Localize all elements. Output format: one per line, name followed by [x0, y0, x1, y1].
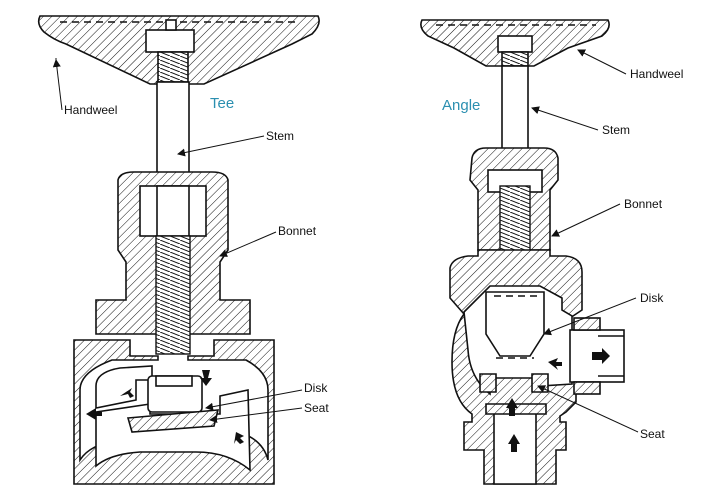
flow-arrow-icon	[506, 348, 610, 452]
tee-valve: Tee Handweel Stem Bonnet Disk Seat	[37, 15, 329, 485]
angle-label-disk: Disk	[640, 291, 664, 305]
angle-title: Angle	[442, 97, 480, 114]
tee-label-bonnet: Bonnet	[278, 224, 317, 238]
tee-label-disk: Disk	[304, 381, 328, 395]
tee-label-seat: Seat	[304, 401, 329, 415]
tee-stem-thread	[155, 235, 191, 355]
tee-label-stem: Stem	[266, 129, 294, 143]
angle-label-handwheel: Handweel	[630, 67, 683, 81]
angle-seat	[479, 373, 497, 393]
tee-seat	[126, 409, 220, 433]
tee-handwheel-nut	[145, 29, 195, 53]
angle-disk	[485, 291, 545, 357]
tee-nut-top	[165, 19, 177, 31]
tee-title: Tee	[210, 95, 234, 112]
angle-label-stem: Stem	[602, 123, 630, 137]
flow-arrow-icon	[86, 370, 244, 444]
angle-label-bonnet: Bonnet	[624, 197, 663, 211]
tee-label-handwheel: Handweel	[64, 103, 117, 117]
angle-label-seat: Seat	[640, 427, 665, 441]
angle-valve: Angle Handweel Stem Bonnet Disk Seat	[420, 19, 683, 485]
angle-handwheel-nut	[497, 35, 533, 53]
